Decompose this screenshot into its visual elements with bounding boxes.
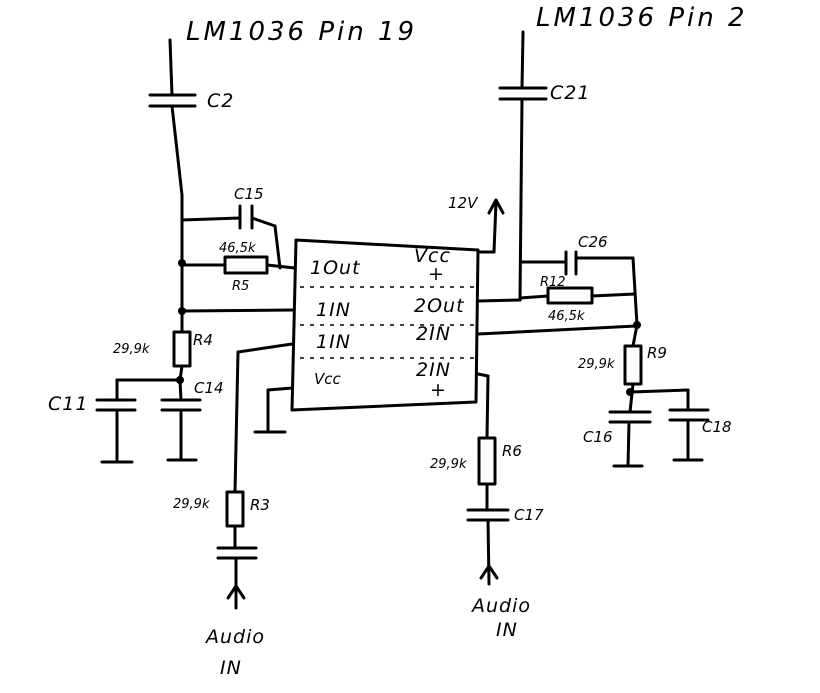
label-audio-in-left-1: Audio bbox=[204, 626, 265, 648]
label-c16: C16 bbox=[583, 428, 613, 446]
c14-capacitor bbox=[160, 378, 202, 462]
label-r3: R3 bbox=[250, 496, 270, 514]
label-r9: R9 bbox=[647, 344, 667, 362]
label-r4: R4 bbox=[193, 331, 213, 349]
pin-1in-neg: 1IN bbox=[316, 299, 351, 321]
label-audio-in-left-2: IN bbox=[220, 657, 242, 679]
c16-capacitor bbox=[608, 410, 652, 468]
pin-2in-pos: 2IN bbox=[416, 359, 451, 381]
label-r12: R12 bbox=[540, 275, 566, 290]
pin-vcc-plus: Vcc bbox=[414, 245, 451, 267]
c11-capacitor bbox=[95, 378, 182, 464]
left-audio-arrow bbox=[226, 584, 246, 600]
right-input-wire bbox=[476, 30, 548, 303]
pin-1out: 1Out bbox=[310, 257, 361, 279]
c18-capacitor bbox=[628, 388, 710, 462]
pin-2in-neg: 2IN bbox=[416, 323, 451, 345]
pin-2out: 2Out bbox=[414, 295, 465, 317]
label-r4-value: 29,9k bbox=[113, 342, 150, 357]
label-c11: C11 bbox=[48, 393, 88, 415]
pin-plus-top: + bbox=[428, 263, 445, 285]
label-c26: C26 bbox=[578, 233, 608, 251]
r9-resistor bbox=[623, 323, 643, 414]
label-c21: C21 bbox=[550, 82, 590, 104]
label-r12-value: 46,5k bbox=[548, 309, 585, 324]
label-r9-value: 29,9k bbox=[578, 357, 615, 372]
c15-feedback-capacitor bbox=[180, 204, 282, 270]
label-c15: C15 bbox=[234, 185, 264, 203]
c26-feedback-capacitor bbox=[520, 250, 639, 327]
label-lm1036-pin19: LM1036 Pin 19 bbox=[186, 17, 417, 47]
right-audio-arrow bbox=[479, 564, 499, 580]
label-r3-value: 29,9k bbox=[173, 497, 210, 512]
label-c18: C18 bbox=[702, 418, 732, 436]
left-ground bbox=[253, 386, 294, 434]
label-audio-in-right-2: IN bbox=[496, 619, 518, 641]
label-r6-value: 29,9k bbox=[430, 457, 467, 472]
r12-resistor bbox=[518, 286, 637, 305]
op-amp-ic bbox=[290, 238, 480, 412]
label-c17: C17 bbox=[514, 506, 544, 524]
label-r5-value: 46,5k bbox=[219, 241, 256, 256]
left-input-wire bbox=[148, 38, 197, 312]
pin-1in-pos: 1IN bbox=[316, 331, 351, 353]
label-lm1036-pin2: LM1036 Pin 2 bbox=[536, 3, 748, 33]
label-r5: R5 bbox=[232, 279, 249, 294]
label-r6: R6 bbox=[502, 442, 522, 460]
label-audio-in-right-1: Audio bbox=[470, 595, 531, 617]
r3-input-branch bbox=[216, 342, 294, 610]
pin-plus-bottom: + bbox=[430, 379, 447, 401]
label-supply-12v: 12V bbox=[448, 194, 479, 212]
r4-resistor bbox=[172, 309, 192, 384]
r5-resistor bbox=[180, 255, 297, 275]
label-c2: C2 bbox=[207, 90, 234, 112]
pin-vcc-minus: Vcc bbox=[314, 370, 342, 388]
label-c14: C14 bbox=[194, 379, 224, 397]
r6-input-branch bbox=[466, 372, 510, 586]
vcc-supply bbox=[476, 198, 505, 254]
